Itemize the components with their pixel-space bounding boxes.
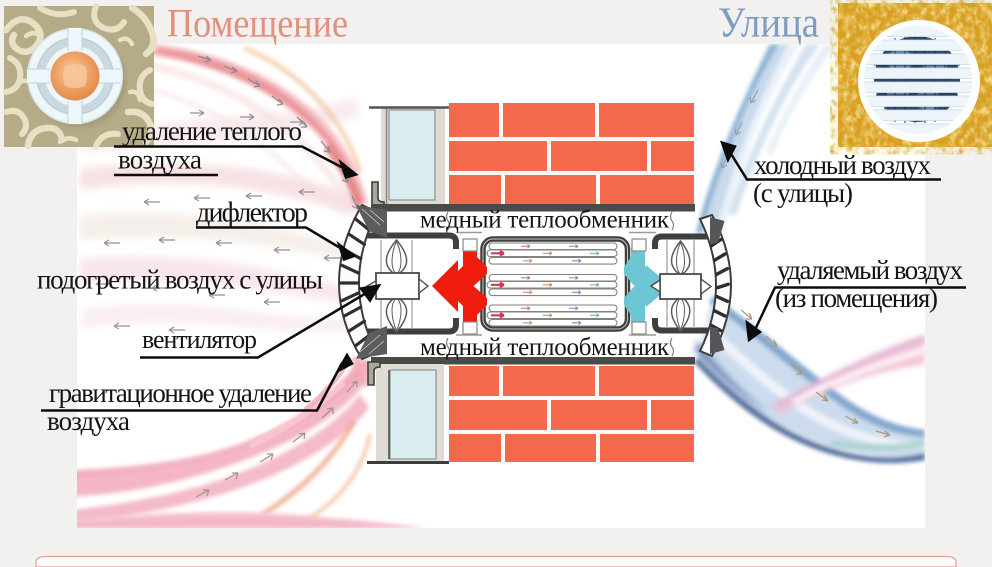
svg-text:подогретый воздух с улицы: подогретый воздух с улицы xyxy=(37,265,323,295)
svg-text:(с улицы): (с улицы) xyxy=(753,178,853,208)
svg-text:медный теплообменник: медный теплообменник xyxy=(420,207,670,234)
svg-text:дифлектор: дифлектор xyxy=(196,198,308,229)
svg-text:медный теплообменник: медный теплообменник xyxy=(420,334,670,361)
svg-text:Помещение: Помещение xyxy=(167,1,348,46)
svg-text:воздуха: воздуха xyxy=(118,145,202,175)
svg-text:гравитационное удаление: гравитационное удаление xyxy=(49,378,312,408)
svg-text:вентилятор: вентилятор xyxy=(142,325,257,354)
svg-text:холодный воздух: холодный воздух xyxy=(754,150,932,180)
svg-text:удаляемый воздух: удаляемый воздух xyxy=(777,255,964,285)
svg-text:удаление теплого: удаление теплого xyxy=(122,116,302,146)
svg-text:Улица: Улица xyxy=(718,1,819,47)
